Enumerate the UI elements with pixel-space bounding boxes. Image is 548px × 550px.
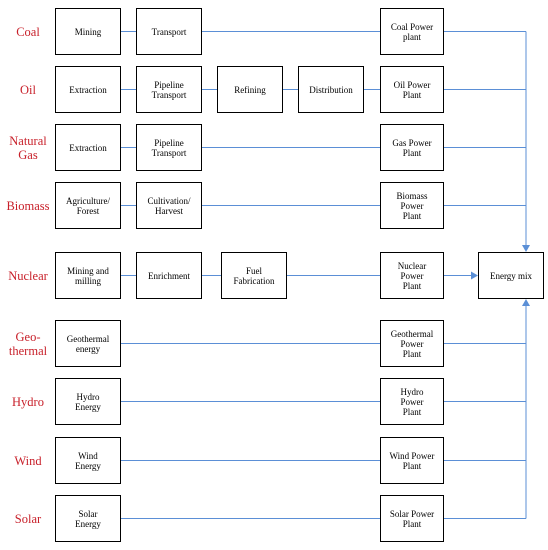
process-step-box: Geothermal energy xyxy=(55,320,121,367)
process-step-box: Cultivation/ Harvest xyxy=(136,182,202,229)
process-step-box: Mining and milling xyxy=(55,252,121,299)
process-step-box: Hydro Energy xyxy=(55,378,121,425)
process-step-box: Pipeline Transport xyxy=(136,66,202,113)
arrow-down-icon xyxy=(522,245,530,252)
source-label-nuclear: Nuclear xyxy=(8,268,48,283)
process-step-box: Extraction xyxy=(55,66,121,113)
process-step-box: Enrichment xyxy=(136,252,202,299)
power-plant-box: Geothermal Power Plant xyxy=(380,320,444,367)
source-label-oil: Oil xyxy=(20,82,36,97)
arrow-right-icon xyxy=(471,271,478,280)
process-step-box: Transport xyxy=(136,8,202,55)
process-step-box: Solar Energy xyxy=(55,495,121,542)
process-step-box: Wind Energy xyxy=(55,437,121,484)
source-label-wind: Wind xyxy=(14,453,42,468)
power-plant-box: Nuclear Power Plant xyxy=(380,252,444,299)
process-step-box: Mining xyxy=(55,8,121,55)
process-step-box: Refining xyxy=(217,66,283,113)
process-step-box: Agriculture/ Forest xyxy=(55,182,121,229)
power-plant-box: Oil Power Plant xyxy=(380,66,444,113)
power-plant-box: Wind Power Plant xyxy=(380,437,444,484)
source-label-solar: Solar xyxy=(14,511,42,526)
process-step-box: Extraction xyxy=(55,124,121,171)
source-label-natural-gas: Natural Gas xyxy=(9,133,47,162)
power-plant-box: Hydro Power Plant xyxy=(380,378,444,425)
arrow-up-icon xyxy=(522,299,530,306)
power-plant-box: Gas Power Plant xyxy=(380,124,444,171)
process-step-box: Fuel Fabrication xyxy=(221,252,287,299)
process-step-box: Distribution xyxy=(298,66,364,113)
source-label-biomass: Biomass xyxy=(6,198,50,213)
energy-mix-box: Energy mix xyxy=(478,252,544,299)
source-label-geo-thermal: Geo- thermal xyxy=(8,329,48,358)
source-label-coal: Coal xyxy=(16,24,40,39)
source-label-hydro: Hydro xyxy=(12,394,44,409)
power-plant-box: Coal Power plant xyxy=(380,8,444,55)
power-plant-box: Solar Power Plant xyxy=(380,495,444,542)
process-step-box: Pipeline Transport xyxy=(136,124,202,171)
power-plant-box: Biomass Power Plant xyxy=(380,182,444,229)
